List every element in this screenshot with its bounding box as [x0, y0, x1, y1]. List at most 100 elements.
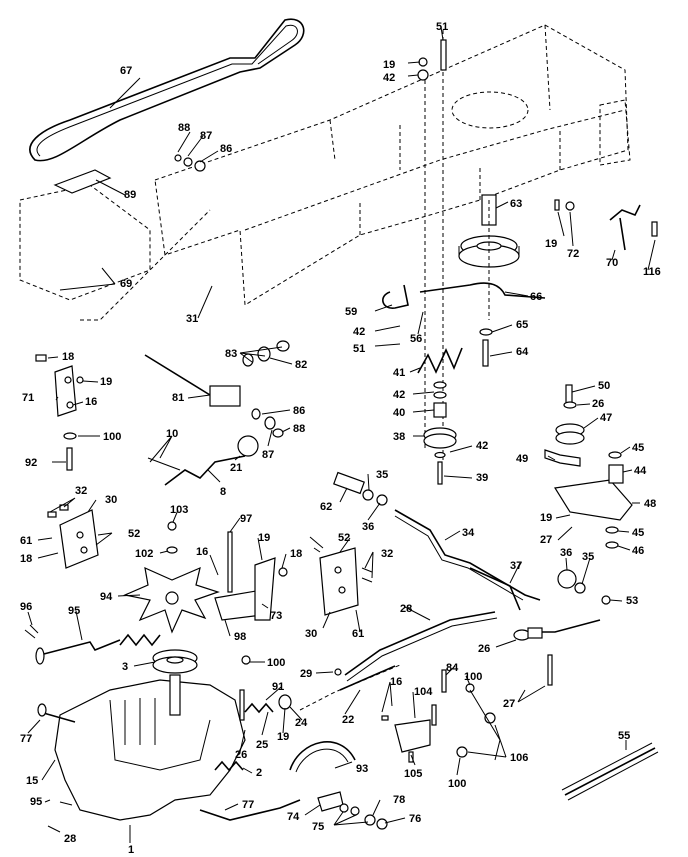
- callout-45: 45: [632, 442, 644, 454]
- callout-37: 37: [510, 560, 522, 572]
- callout-74: 74: [287, 811, 300, 823]
- callout-47: 47: [600, 412, 612, 424]
- callout-28: 28: [400, 603, 412, 615]
- brake-bracket: [54, 365, 77, 417]
- callout-36: 36: [560, 547, 572, 559]
- callout-94: 94: [100, 591, 113, 603]
- callout-45: 45: [632, 527, 644, 539]
- callout-26: 26: [478, 643, 490, 655]
- callout-19: 19: [100, 376, 112, 388]
- callout-19: 19: [545, 238, 557, 250]
- callout-52: 52: [338, 532, 350, 544]
- callout-18: 18: [20, 553, 32, 565]
- callout-62: 62: [320, 501, 332, 513]
- callout-51: 51: [436, 21, 448, 33]
- callout-18: 18: [62, 351, 74, 363]
- callout-38: 38: [393, 431, 405, 443]
- callout-100: 100: [464, 671, 482, 683]
- callout-73: 73: [270, 610, 282, 622]
- callout-89: 89: [124, 189, 136, 201]
- callout-51: 51: [353, 343, 365, 355]
- callout-87: 87: [262, 449, 274, 461]
- callout-19: 19: [277, 731, 289, 743]
- callout-18: 18: [290, 548, 302, 560]
- leader-lines: [27, 26, 656, 843]
- callout-49: 49: [516, 453, 528, 465]
- callout-32: 32: [381, 548, 393, 560]
- callout-55: 55: [618, 730, 630, 742]
- callout-92: 92: [25, 457, 37, 469]
- callout-86: 86: [220, 143, 232, 155]
- callout-95: 95: [68, 605, 80, 617]
- callout-98: 98: [234, 631, 246, 643]
- callout-27: 27: [503, 698, 515, 710]
- callout-66: 66: [530, 291, 542, 303]
- callout-29: 29: [300, 668, 312, 680]
- callout-30: 30: [105, 494, 117, 506]
- callout-95: 95: [30, 796, 42, 808]
- callout-36: 36: [362, 521, 374, 533]
- callout-24: 24: [295, 717, 308, 729]
- callout-56: 56: [410, 333, 422, 345]
- threaded-rod: [564, 747, 656, 796]
- shift-rod: [394, 509, 541, 601]
- callout-69: 69: [120, 278, 132, 290]
- callout-8: 8: [220, 486, 226, 498]
- callout-105: 105: [404, 768, 422, 780]
- hose: [289, 741, 356, 771]
- callout-76: 76: [409, 813, 421, 825]
- callout-96: 96: [20, 601, 32, 613]
- idler-arm: [419, 282, 546, 299]
- callout-87: 87: [200, 130, 212, 142]
- callout-116: 116: [643, 266, 661, 278]
- callout-83: 83: [225, 348, 237, 360]
- callout-103: 103: [170, 504, 188, 516]
- callout-22: 22: [342, 714, 354, 726]
- callout-labels: 67 88 87 86 89 69 31 19 42 51 63 19 72 7…: [20, 21, 661, 856]
- callout-39: 39: [476, 472, 488, 484]
- cooling-fan: [123, 566, 220, 634]
- callout-46: 46: [632, 545, 644, 557]
- callout-64: 64: [516, 346, 529, 358]
- pivot-bracket: [554, 479, 633, 521]
- callout-53: 53: [626, 595, 638, 607]
- right-mount-bracket: [319, 547, 359, 616]
- callout-86: 86: [293, 405, 305, 417]
- callout-78: 78: [393, 794, 405, 806]
- callout-19: 19: [258, 532, 270, 544]
- callout-42: 42: [476, 440, 488, 452]
- callout-16: 16: [196, 546, 208, 558]
- callout-21: 21: [230, 462, 242, 474]
- callout-104: 104: [414, 686, 433, 698]
- callout-77: 77: [20, 733, 32, 745]
- callout-102: 102: [135, 548, 153, 560]
- callout-70: 70: [606, 257, 618, 269]
- callout-88: 88: [293, 423, 305, 435]
- callout-71: 71: [22, 392, 34, 404]
- callout-97: 97: [240, 513, 252, 525]
- callout-59: 59: [345, 306, 357, 318]
- callout-65: 65: [516, 319, 528, 331]
- callout-63: 63: [510, 198, 522, 210]
- callout-52: 52: [128, 528, 140, 540]
- callout-72: 72: [567, 248, 579, 260]
- left-mount-bracket: [59, 509, 99, 569]
- drive-belt: [29, 18, 305, 162]
- callout-61: 61: [20, 535, 32, 547]
- callout-2: 2: [256, 767, 262, 779]
- callout-35: 35: [376, 469, 388, 481]
- callout-26: 28: [64, 833, 76, 845]
- callout-42: 42: [393, 389, 405, 401]
- callout-100: 100: [448, 778, 466, 790]
- callout-41: 41: [393, 367, 405, 379]
- callout-30: 30: [305, 628, 317, 640]
- callout-82: 82: [295, 359, 307, 371]
- callout-25: 25: [256, 739, 268, 751]
- callout-3: 3: [122, 661, 128, 673]
- control-rod: [344, 611, 496, 676]
- callout-34: 34: [462, 527, 475, 539]
- callout-15: 15: [26, 775, 38, 787]
- callout-42: 42: [383, 72, 395, 84]
- callout-26: 26: [592, 398, 604, 410]
- callout-10: 10: [166, 428, 178, 440]
